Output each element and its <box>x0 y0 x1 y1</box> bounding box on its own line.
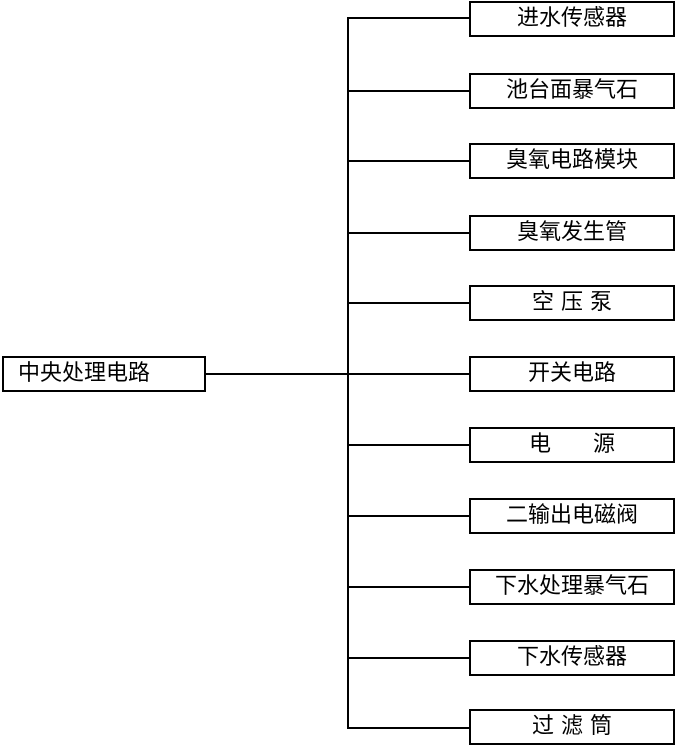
branch-line <box>347 586 470 588</box>
filter-cartridge-box: 过 滤 筒 <box>469 709 675 745</box>
filter-cartridge-label: 过 滤 筒 <box>532 714 612 739</box>
pool-surface-aeration-stone-label: 池台面暴气石 <box>505 78 638 103</box>
drain-water-sensor-box: 下水传感器 <box>469 640 675 676</box>
branch-line <box>347 17 470 19</box>
inlet-water-sensor-label: 进水传感器 <box>516 6 627 31</box>
branch-line <box>347 515 470 517</box>
two-output-solenoid-valve-label: 二输出电磁阀 <box>505 503 638 528</box>
drain-water-sensor-label: 下水传感器 <box>516 645 627 670</box>
branch-line <box>347 232 470 234</box>
central-processing-circuit-label: 中央处理电路 <box>18 361 151 386</box>
two-output-solenoid-valve-box: 二输出电磁阀 <box>469 498 675 534</box>
switch-circuit-label: 开关电路 <box>527 361 616 386</box>
ozone-circuit-module-box: 臭氧电路模块 <box>469 143 675 179</box>
branch-line <box>347 160 470 162</box>
center-connector-line <box>205 373 349 375</box>
air-compressor-pump-box: 空 压 泵 <box>469 285 675 321</box>
switch-circuit-box: 开关电路 <box>469 356 675 392</box>
drain-treatment-aeration-stone-box: 下水处理暴气石 <box>469 569 675 605</box>
branch-line <box>347 444 470 446</box>
drain-treatment-aeration-stone-label: 下水处理暴气石 <box>494 574 649 599</box>
power-supply-label: 电 源 <box>529 432 615 457</box>
ozone-circuit-module-label: 臭氧电路模块 <box>505 148 638 173</box>
air-compressor-pump-label: 空 压 泵 <box>532 290 612 315</box>
branch-line <box>347 727 470 729</box>
central-processing-circuit-box: 中央处理电路 <box>2 356 206 392</box>
power-supply-box: 电 源 <box>469 427 675 463</box>
branch-line <box>347 302 470 304</box>
pool-surface-aeration-stone-box: 池台面暴气石 <box>469 73 675 109</box>
vertical-bus-line <box>347 17 349 728</box>
branch-line <box>347 373 470 375</box>
branch-line <box>347 657 470 659</box>
ozone-generator-tube-label: 臭氧发生管 <box>516 220 627 245</box>
branch-line <box>347 90 470 92</box>
inlet-water-sensor-box: 进水传感器 <box>469 1 675 37</box>
ozone-generator-tube-box: 臭氧发生管 <box>469 215 675 251</box>
